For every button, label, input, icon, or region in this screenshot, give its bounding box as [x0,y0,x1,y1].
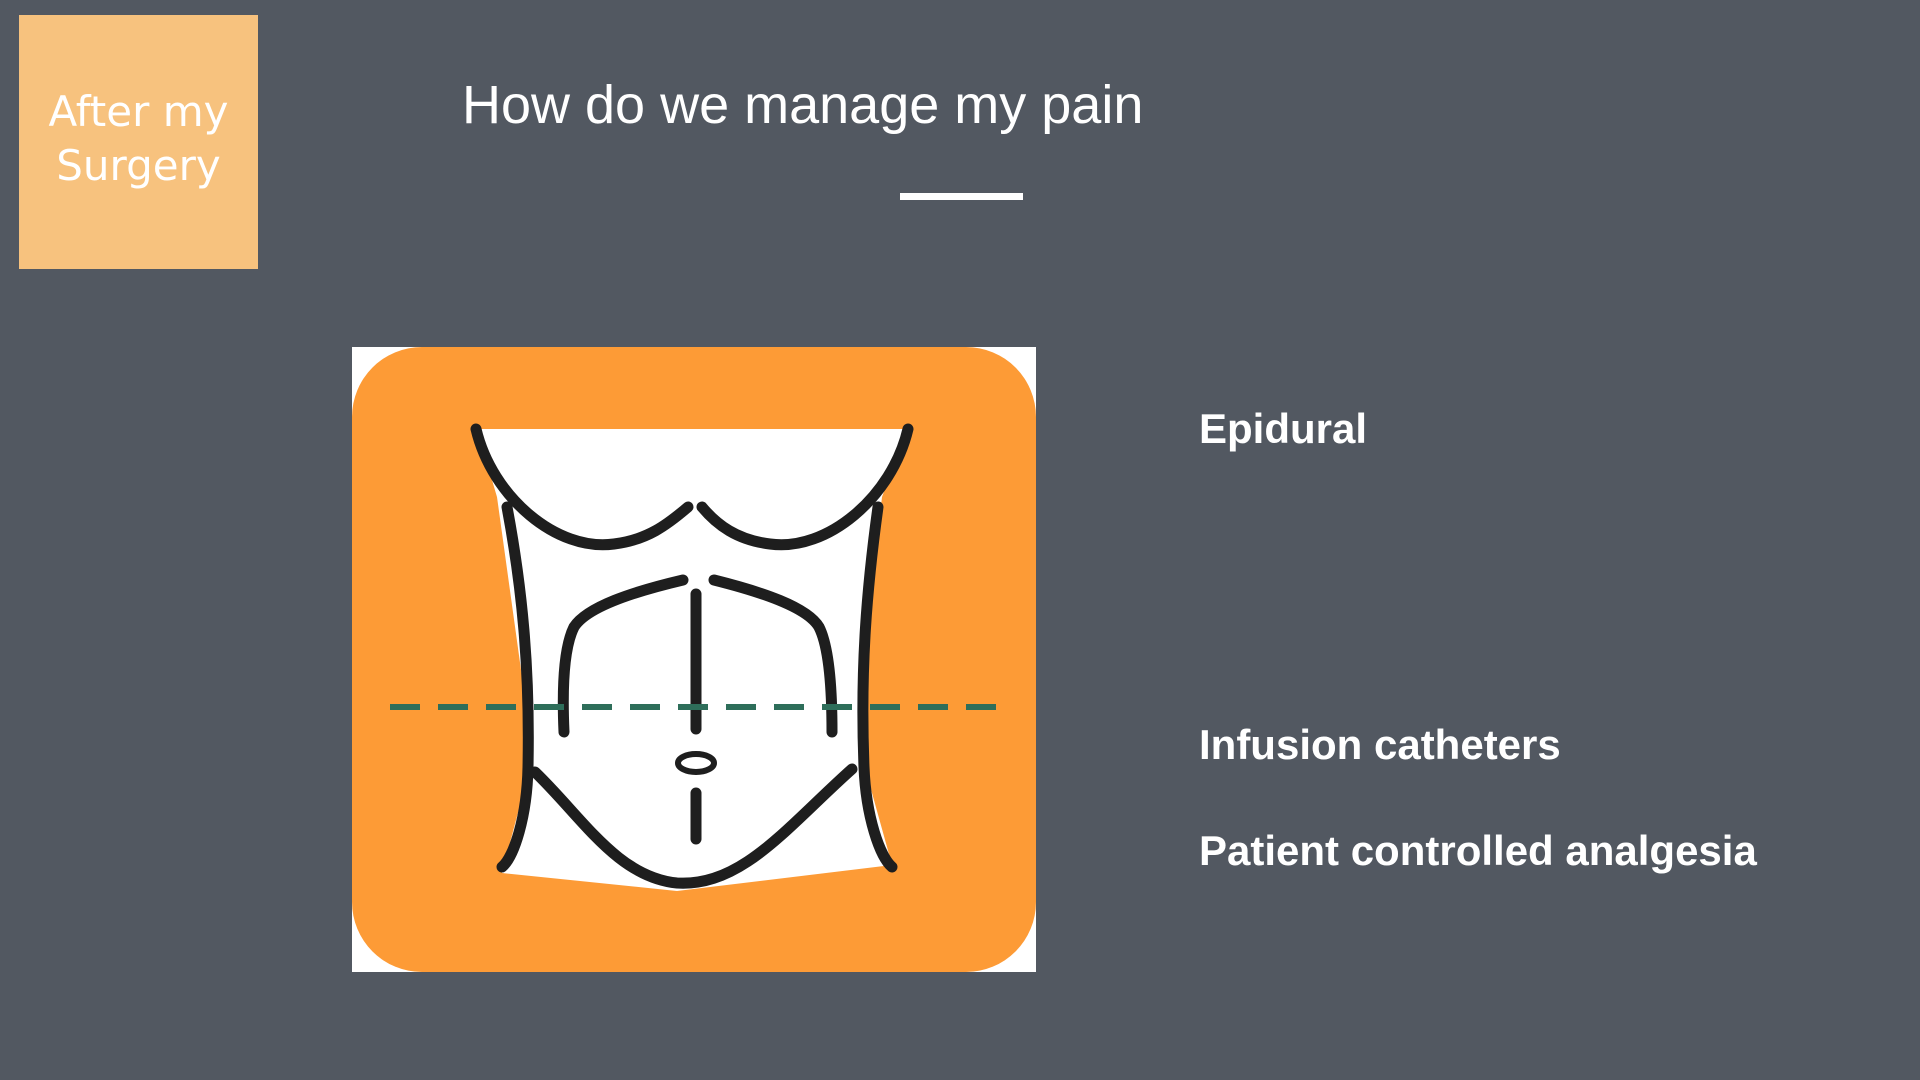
section-tag: After my Surgery [19,15,258,269]
option-epidural: Epidural [1199,405,1367,453]
option-infusion-catheters: Infusion catheters [1199,721,1561,769]
slide-title: How do we manage my pain [462,74,1143,136]
section-label: After my Surgery [49,85,229,193]
abdomen-incision-icon [352,347,1036,972]
title-underline [900,193,1023,200]
option-patient-controlled-analgesia: Patient controlled analgesia [1199,827,1757,875]
